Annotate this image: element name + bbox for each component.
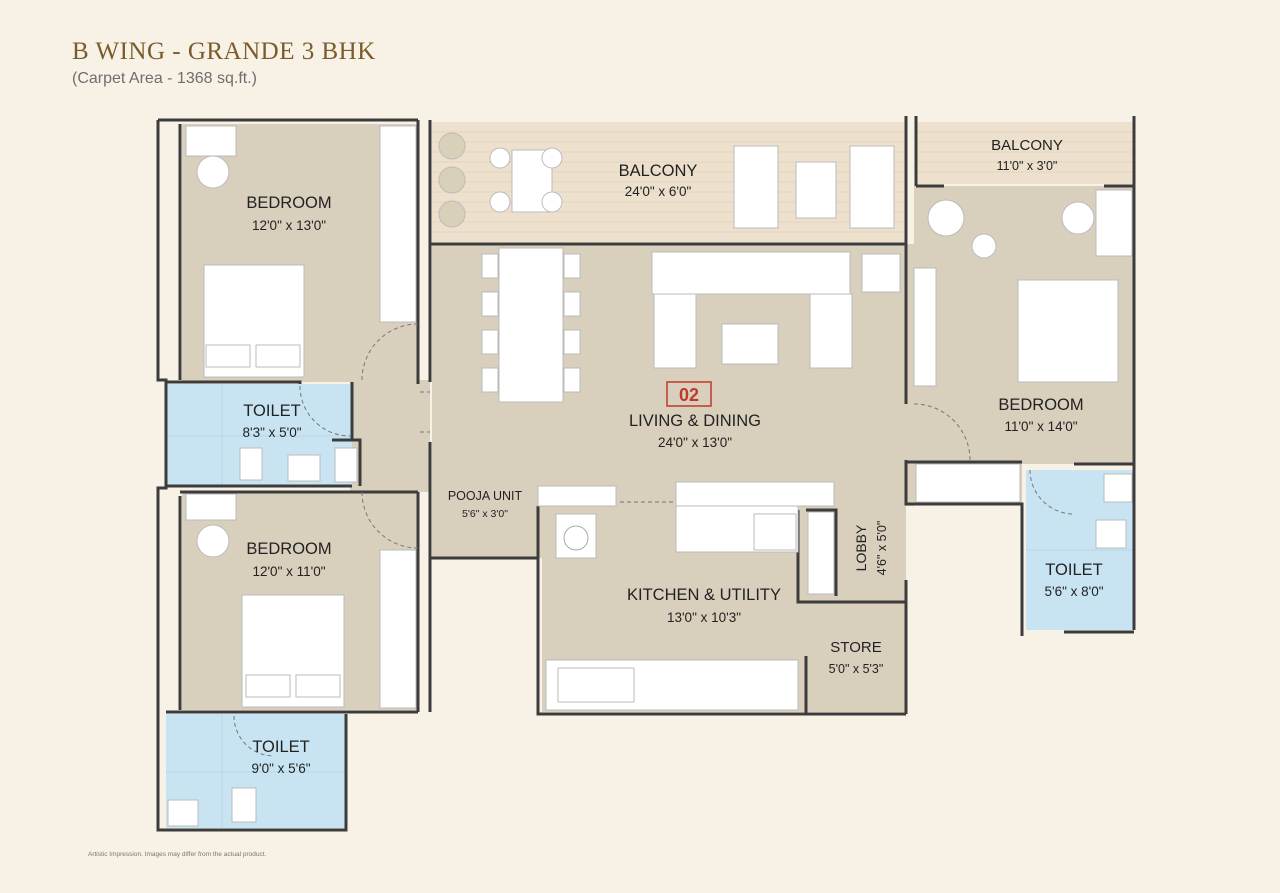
- store-label: STORE: [830, 639, 881, 656]
- dining-chair-l4: [481, 367, 499, 393]
- balcony-side-table: [795, 161, 837, 219]
- dining-chair-r2: [563, 291, 581, 317]
- furniture: [167, 125, 1133, 827]
- washing-machine-drum: [563, 525, 589, 551]
- plant-c: [438, 200, 466, 228]
- bedroom-top-left-label: BEDROOM: [246, 194, 331, 212]
- wc-left-mid: [239, 447, 263, 481]
- store-size: 5'0" x 5'3": [829, 662, 884, 676]
- page-title: B WING - GRANDE 3 BHK: [72, 38, 376, 65]
- corridor-floor: [350, 380, 430, 492]
- toilet-left-mid-size: 8'3" x 5'0": [242, 425, 301, 440]
- balcony-chair-b: [541, 147, 563, 169]
- chair-bottom-left: [196, 524, 230, 558]
- pillow-top-left-a: [205, 344, 251, 368]
- dining-chair-r4: [563, 367, 581, 393]
- plant-b: [438, 166, 466, 194]
- balcony-lounger-b: [849, 145, 895, 229]
- toilet-left-mid-tiles: [166, 384, 352, 486]
- basin-left-mid-2: [334, 447, 358, 483]
- bedroom-top-left-size: 12'0" x 13'0": [252, 218, 326, 233]
- balcony-small-size: 11'0" x 3'0": [997, 159, 1058, 173]
- living-dining-label: LIVING & DINING: [629, 412, 761, 430]
- pillow-bottom-left-a: [245, 674, 291, 698]
- basin-left-mid: [287, 454, 321, 482]
- kitchen-utility-label: KITCHEN & UTILITY: [627, 586, 781, 604]
- basin-bottom-left: [167, 799, 199, 827]
- balcony-main-label: BALCONY: [619, 162, 698, 180]
- bedroom-right-label: BEDROOM: [998, 396, 1083, 414]
- basin-right: [1103, 473, 1133, 503]
- kitchen-sink: [557, 667, 635, 703]
- dining-chair-l3: [481, 329, 499, 355]
- pooja-unit-size: 5'6" x 3'0": [462, 508, 508, 520]
- balcony-small-label: BALCONY: [991, 137, 1063, 154]
- balcony-main-size: 24'0" x 6'0": [625, 184, 692, 199]
- lobby-size: 4'6" x 5'0": [875, 521, 889, 576]
- toilet-right-size: 5'6" x 8'0": [1044, 584, 1103, 599]
- balcony-chair-c: [489, 191, 511, 213]
- dresser-bottom-left: [185, 493, 237, 521]
- unit-number-box: [666, 381, 712, 407]
- store-shelf: [807, 511, 835, 595]
- fridge: [753, 513, 797, 551]
- wardrobe-right: [915, 463, 1021, 503]
- living-dining-size: 24'0" x 13'0": [658, 435, 732, 450]
- bedroom-bottom-left-label: BEDROOM: [246, 540, 331, 558]
- wc-right: [1095, 519, 1127, 549]
- pooja-unit-label: POOJA UNIT: [448, 489, 523, 503]
- balcony-lounger-a: [733, 145, 779, 229]
- console-right: [913, 267, 937, 387]
- toilet-bottom-left-size: 9'0" x 5'6": [251, 761, 310, 776]
- lobby-label: LOBBY: [853, 524, 869, 571]
- coffee-table: [721, 323, 779, 365]
- toilet-left-mid-label: TOILET: [243, 402, 300, 420]
- door-swings: [233, 323, 1075, 757]
- chair-top-left: [196, 155, 230, 189]
- sofa-back: [651, 251, 851, 295]
- pooja-floor: [432, 506, 542, 558]
- walls: [156, 116, 1136, 832]
- kitchen-utility-size: 13'0" x 10'3": [667, 610, 741, 625]
- pillow-top-left-b: [255, 344, 301, 368]
- bedroom-bottom-left-size: 12'0" x 11'0": [252, 564, 325, 579]
- pooja-counter: [537, 485, 617, 507]
- dining-chair-r1: [563, 253, 581, 279]
- wardrobe-right-a: [1095, 189, 1133, 257]
- dining-table: [498, 247, 564, 403]
- balcony-chair-d: [541, 191, 563, 213]
- toilet-right-label: TOILET: [1045, 561, 1102, 579]
- balcony-small-stripes: [916, 131, 1134, 173]
- wardrobe-bottom-left: [379, 549, 417, 709]
- wc-bottom-left: [231, 787, 257, 823]
- sofa-left: [653, 293, 697, 369]
- toilet-bottom-left-tiles: [166, 714, 346, 828]
- carpet-area-subtitle: (Carpet Area - 1368 sq.ft.): [72, 70, 257, 87]
- toilet-bottom-left-label: TOILET: [252, 738, 309, 756]
- pillow-bottom-left-b: [295, 674, 341, 698]
- balcony-chair-a: [489, 147, 511, 169]
- lobby-label-group: LOBBY 4'6" x 5'0": [853, 521, 889, 576]
- bedroom-right-size: 11'0" x 14'0": [1004, 419, 1077, 434]
- wardrobe-top-left: [379, 125, 417, 323]
- chair-right-b: [1061, 201, 1095, 235]
- side-table: [861, 253, 901, 293]
- dresser-top-left: [185, 125, 237, 157]
- dining-chair-l1: [481, 253, 499, 279]
- stool-right: [971, 233, 997, 259]
- sofa-right: [809, 293, 853, 369]
- chair-right-a: [927, 199, 965, 237]
- bed-right: [1017, 279, 1119, 383]
- store-floor: [806, 600, 906, 712]
- disclaimer-footnote: Artistic Impression. Images may differ f…: [88, 851, 267, 858]
- unit-number: 02: [679, 385, 699, 405]
- dining-chair-l2: [481, 291, 499, 317]
- island-counter: [675, 481, 835, 507]
- dining-chair-r3: [563, 329, 581, 355]
- plant-a: [438, 132, 466, 160]
